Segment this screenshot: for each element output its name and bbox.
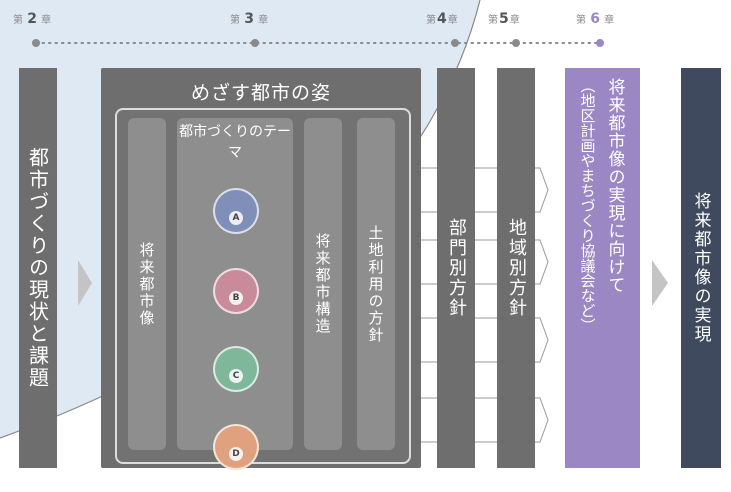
- land-use-text: 土地利用の方針: [366, 224, 385, 344]
- current-status-text: 都市づくりの現状と課題: [25, 147, 50, 389]
- arrow-right-icon-2: [652, 260, 668, 306]
- timeline: [32, 39, 604, 47]
- timeline-dot-ch5: [512, 39, 520, 47]
- theme-letter-c: C: [229, 369, 243, 383]
- vision-box: めざす都市の姿 将来都市像 都市づくりのテーマ A B C D 将来都市構造 土…: [101, 68, 421, 470]
- shops-icon: B: [213, 268, 259, 314]
- timeline-dot-ch6: [596, 39, 604, 47]
- timeline-dot-ch3: [251, 39, 259, 47]
- realization-toward-text: 将来都市像の実現に向けて: [604, 78, 625, 294]
- arrow-right-icon-1: [78, 260, 92, 306]
- theme-letter-b: B: [229, 291, 243, 305]
- current-status-box: 都市づくりの現状と課題: [19, 68, 57, 468]
- chapter-label-2: 第 2 章: [13, 11, 52, 27]
- future-image-column: 将来都市像: [128, 118, 166, 450]
- regional-policy-box: 地域別方針: [497, 68, 535, 468]
- airplane-icon: A: [213, 188, 259, 234]
- timeline-dot-ch4: [451, 39, 459, 47]
- future-image-text: 将来都市像: [137, 241, 156, 327]
- sectoral-policy-text: 部門別方針: [446, 218, 467, 318]
- themes-column: 都市づくりのテーマ A B C D: [177, 118, 293, 470]
- chapter-label-5: 第5章: [488, 11, 520, 27]
- theme-letter-a: A: [229, 211, 243, 225]
- leaf-icon: C: [213, 346, 259, 392]
- realization-toward-box: 将来都市像の実現に向けて （地区計画やまちづくり協議会など）: [565, 68, 640, 468]
- vision-title: めざす都市の姿: [190, 82, 331, 104]
- realization-text: 将来都市像の実現: [690, 192, 711, 344]
- realization-box: 将来都市像の実現: [681, 68, 721, 468]
- theme-letter-d: D: [229, 447, 243, 461]
- urban-structure-column: 将来都市構造: [304, 118, 342, 450]
- land-use-column: 土地利用の方針: [357, 118, 395, 450]
- realization-sub-text: （地区計画やまちづくり協議会など）: [578, 78, 597, 333]
- house-hands-icon: D: [213, 424, 259, 470]
- regional-policy-text: 地域別方針: [506, 218, 527, 318]
- timeline-dot-ch2: [32, 39, 40, 47]
- sectoral-policy-box: 部門別方針: [437, 68, 475, 468]
- themes-title: 都市づくりのテーマ: [179, 124, 291, 161]
- chapter-label-6: 第 6 章: [576, 11, 615, 27]
- chapter-label-4: 第4章: [426, 11, 458, 27]
- chapter-label-3: 第 3 章: [230, 11, 269, 27]
- urban-structure-text: 将来都市構造: [313, 233, 332, 335]
